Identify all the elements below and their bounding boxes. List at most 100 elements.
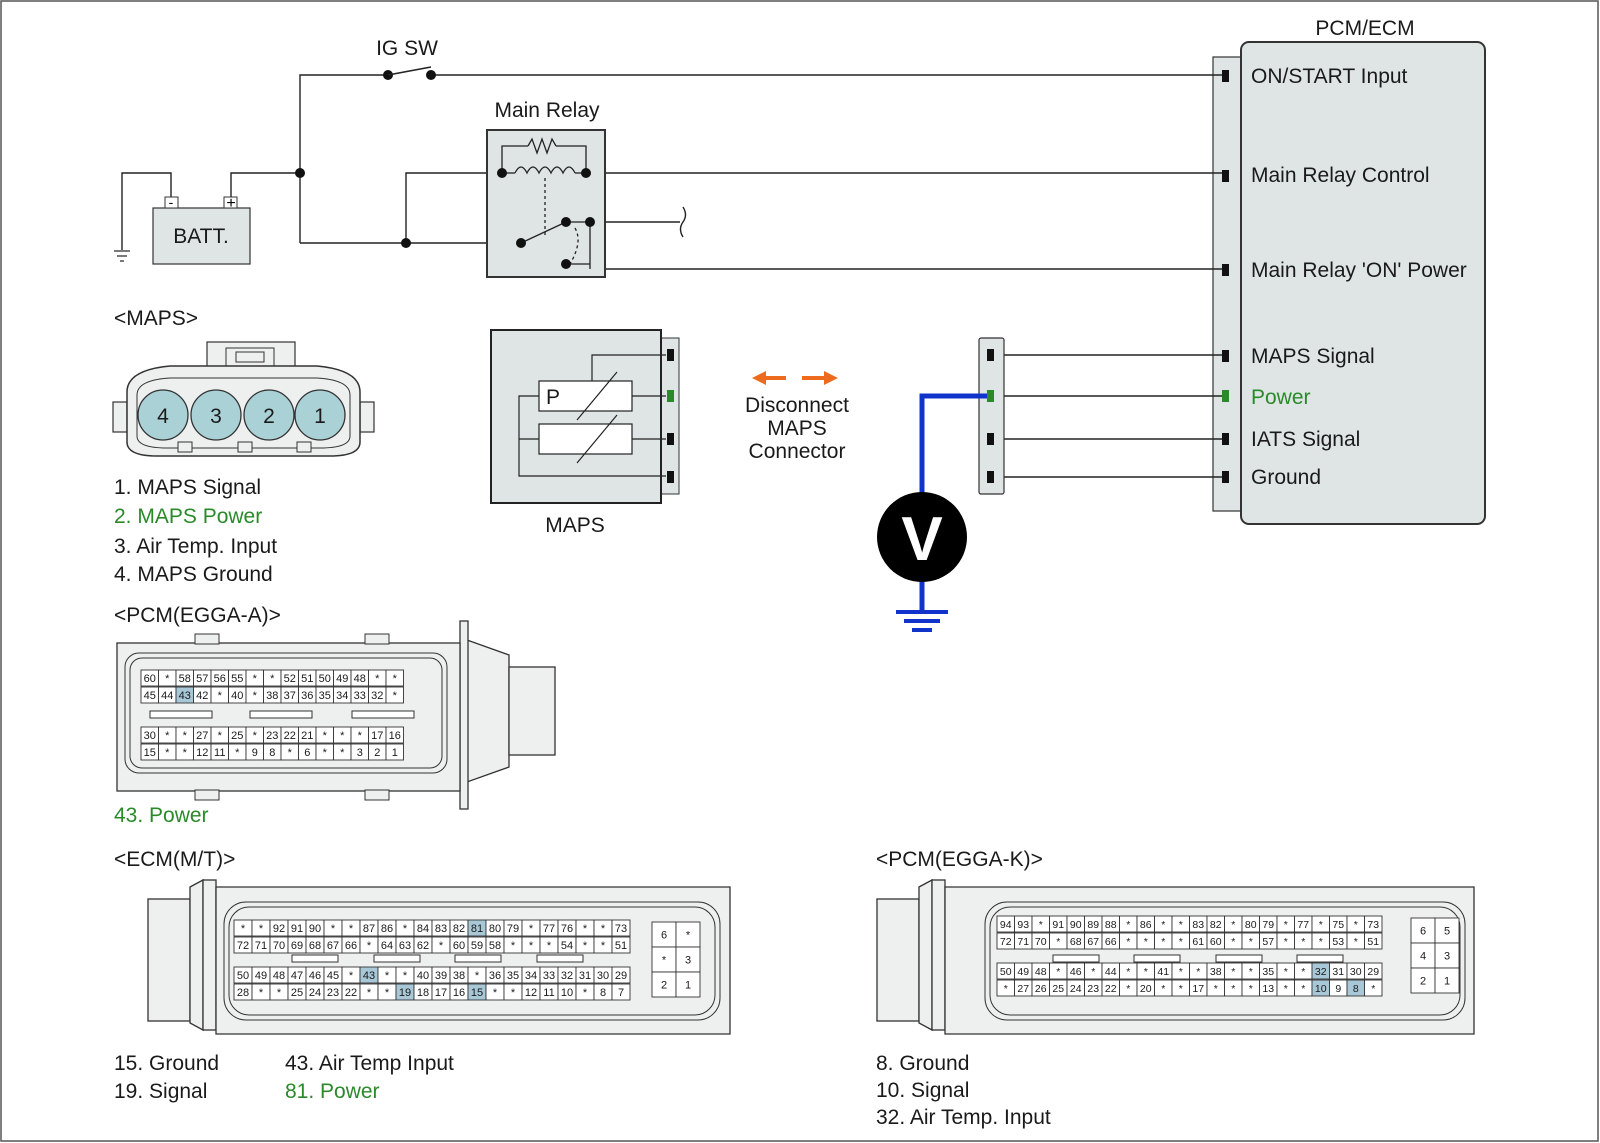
- ecm-mt-pin-label: 63: [399, 940, 411, 952]
- pcm-k-pin-label: *: [1144, 966, 1148, 978]
- pcm-k-pin-label: *: [1284, 919, 1288, 931]
- ecm-mt-pin-label: 87: [363, 923, 375, 935]
- ecm-mt-pin-label: *: [259, 923, 264, 935]
- pcm-pin-power: Power: [1251, 386, 1311, 409]
- pcm-a-pin-label: 34: [336, 690, 348, 702]
- ecm-mt-side-pin-label: 6: [661, 930, 667, 942]
- pcm-k-pin-label: *: [1371, 983, 1375, 995]
- ecm-mt-pin-label: 51: [615, 940, 627, 952]
- pcm-a-pin-label: 3: [357, 747, 363, 759]
- ecm-mt-side-pin-label: 3: [685, 955, 691, 967]
- disconnect-line-1: Disconnect: [745, 394, 849, 417]
- pcm-k-side-pin-label: 2: [1420, 976, 1426, 988]
- ecm-mt-pin-label: 48: [273, 970, 285, 982]
- pcm-a-pin-label: 42: [196, 690, 208, 702]
- pcm-a-pin-label: 8: [269, 747, 275, 759]
- pcm-k-legend-2: 10. Signal: [876, 1079, 969, 1102]
- ecm-mt-pin-label: *: [583, 987, 588, 999]
- pcm-k-pin-label: 8: [1353, 983, 1359, 995]
- ecm-mt-pin-label: 84: [417, 923, 429, 935]
- ecm-mt-pin-label: *: [385, 987, 390, 999]
- pcm-a-pin-label: 6: [304, 747, 310, 759]
- maps-pin-1: [294, 389, 346, 441]
- pcm-a-pin-label: 56: [214, 673, 226, 685]
- pcm-k-side-pin-cell: [1434, 942, 1460, 969]
- maps-pin-2-label: 2: [263, 405, 275, 428]
- pcm-a-pin-label: *: [253, 730, 258, 742]
- pcm-k-pin-label: 10: [1315, 983, 1327, 995]
- pcm-a-pin-label: 1: [392, 747, 398, 759]
- ecm-mt-pin-label: *: [349, 923, 354, 935]
- pcm-a-pin-label: 49: [336, 673, 348, 685]
- pcm-a-connector-body: [116, 620, 556, 810]
- ecm-mt-legend-1: 15. Ground: [114, 1052, 219, 1075]
- ecm-mt-pin-label: 70: [273, 940, 285, 952]
- ecm-mt-pin-label: 72: [237, 940, 249, 952]
- pcm-k-pin-label: 61: [1192, 936, 1204, 948]
- pcm-a-pin-label: 58: [179, 673, 191, 685]
- pcm-a-pin-label: 27: [196, 730, 208, 742]
- ecm-mt-pin-label: 79: [507, 923, 519, 935]
- ecm-mt-pin-label: 17: [435, 987, 447, 999]
- pcm-k-pin-label: 32: [1315, 966, 1327, 978]
- pcm-k-pin-label: 88: [1105, 919, 1117, 931]
- ecm-mt-pin-cell: [611, 983, 631, 1001]
- ecm-mt-pin-cell: [611, 936, 631, 954]
- pcm-a-pin-label: 38: [266, 690, 278, 702]
- pcm-a-pin-label: *: [270, 673, 275, 685]
- pcm-k-pin-label: 86: [1140, 919, 1152, 931]
- maps-legend-3: 3. Air Temp. Input: [114, 535, 277, 558]
- battery-minus: -: [169, 194, 174, 210]
- pcm-a-pin-label: *: [358, 730, 363, 742]
- pcm-k-pin-label: *: [1249, 936, 1253, 948]
- pcm-k-legend-3: 32. Air Temp. Input: [876, 1106, 1051, 1129]
- ecm-mt-pin-label: *: [601, 923, 606, 935]
- ecm-mt-pin-label: 59: [471, 940, 483, 952]
- ecm-mt-pin-label: 10: [561, 987, 573, 999]
- pcm-k-pin-label: 53: [1332, 936, 1344, 948]
- pcm-a-pin-label: *: [323, 730, 328, 742]
- pcm-pin-on-start: ON/START Input: [1251, 65, 1408, 88]
- pcm-a-pin-label: *: [393, 673, 398, 685]
- pcm-k-pin-label: 60: [1210, 936, 1222, 948]
- battery-icon: [152, 196, 251, 265]
- pcm-a-pin-label: *: [183, 730, 188, 742]
- pcm-k-pin-label: 50: [1000, 966, 1012, 978]
- pcm-a-pin-label: 57: [196, 673, 208, 685]
- pcm-k-pin-label: *: [1301, 966, 1305, 978]
- ecm-mt-pin-label: *: [547, 940, 552, 952]
- pcm-k-pin-label: 75: [1332, 919, 1344, 931]
- maps-pin-1-label: 1: [314, 405, 326, 428]
- ecm-mt-pin-label: 76: [561, 923, 573, 935]
- pcm-a-pin-label: *: [218, 730, 223, 742]
- pcm-a-pin-label: *: [235, 747, 240, 759]
- pcm-k-pin-label: 90: [1070, 919, 1082, 931]
- pcm-a-pin-label: *: [253, 673, 258, 685]
- pcm-k-side-pin-cell: [1434, 917, 1460, 944]
- pcm-k-pin-label: 93: [1017, 919, 1029, 931]
- ecm-mt-pin-label: 69: [291, 940, 303, 952]
- pcm-a-pin-label: *: [183, 747, 188, 759]
- ecm-mt-pin-label: *: [511, 940, 516, 952]
- battery-label: BATT.: [173, 225, 229, 248]
- pcm-a-pin-cell: [385, 686, 404, 704]
- pcm-a-pin-label: 12: [196, 747, 208, 759]
- ecm-mt-pin-label: 50: [237, 970, 249, 982]
- pcm-k-pin-label: 79: [1262, 919, 1274, 931]
- pcm-k-pin-label: 46: [1070, 966, 1082, 978]
- junction-dots: [295, 168, 411, 248]
- ecm-mt-pin-label: 71: [255, 940, 267, 952]
- ecm-mt-pin-label: *: [331, 923, 336, 935]
- ecm-mt-pin-label: 60: [453, 940, 465, 952]
- maps-pin-2: [243, 389, 295, 441]
- pcm-k-pin-label: *: [1004, 983, 1008, 995]
- pcm-k-pin-cell: [1364, 915, 1383, 933]
- pcm-a-pin-label: 37: [284, 690, 296, 702]
- ecm-mt-side-pin-cell: [675, 921, 701, 948]
- ecm-mt-pin-label: 19: [399, 987, 411, 999]
- maps-sensor-connector: [660, 337, 680, 495]
- pcm-a-pin-label: 23: [266, 730, 278, 742]
- ecm-mt-pin-label: *: [259, 987, 264, 999]
- pcm-k-pin-label: *: [1144, 936, 1148, 948]
